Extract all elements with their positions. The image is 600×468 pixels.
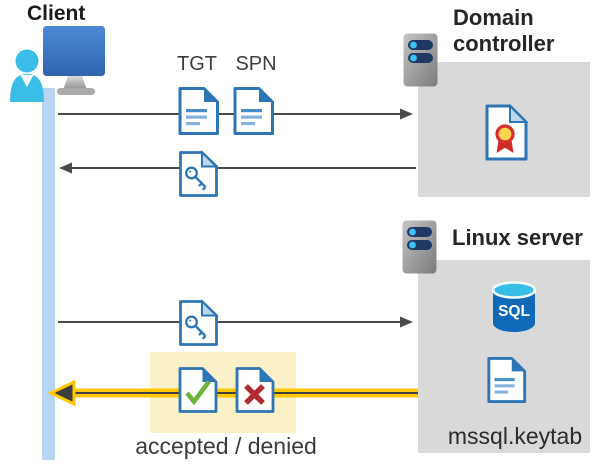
denied-x-document-icon	[235, 367, 275, 413]
linux-server-label: Linux server	[452, 225, 583, 250]
tgt-document-icon	[178, 87, 219, 135]
service-ticket-key-document-icon	[179, 299, 219, 346]
person-body	[10, 74, 44, 102]
sql-text: SQL	[498, 303, 530, 320]
sql-database-icon: SQL	[491, 281, 537, 332]
keytab-document-icon	[487, 357, 527, 403]
request-arrow-to-domain-controller	[58, 108, 413, 120]
domain-controller-label-line2: controller	[453, 31, 555, 56]
spn-label: SPN	[235, 53, 277, 75]
monitor-base	[57, 88, 95, 95]
accepted-check-document-icon	[178, 367, 218, 413]
request-arrow-to-linux-server	[58, 316, 413, 328]
certificate-seal	[495, 124, 515, 144]
client-icon	[10, 26, 105, 102]
monitor-stand	[63, 76, 87, 90]
client-timeline-bar	[42, 88, 55, 460]
tgt-label: TGT	[177, 53, 217, 75]
person-collar	[20, 75, 34, 87]
client-label: Client	[27, 2, 86, 25]
domain-controller-label-line1: Domain	[453, 5, 534, 30]
mssql-keytab-label: mssql.keytab	[447, 423, 583, 449]
domain-controller-server-icon	[403, 33, 438, 87]
accepted-denied-label: accepted / denied	[135, 433, 317, 459]
spn-document-icon	[233, 87, 274, 135]
ticket-key-document-icon	[179, 150, 219, 197]
response-arrow-from-domain-controller	[59, 162, 416, 174]
domain-controller-label: Domain controller	[453, 5, 554, 57]
person-head	[15, 49, 39, 73]
monitor-screen	[43, 26, 105, 76]
certificate-document-icon	[485, 103, 529, 161]
linux-server-icon	[402, 220, 437, 274]
